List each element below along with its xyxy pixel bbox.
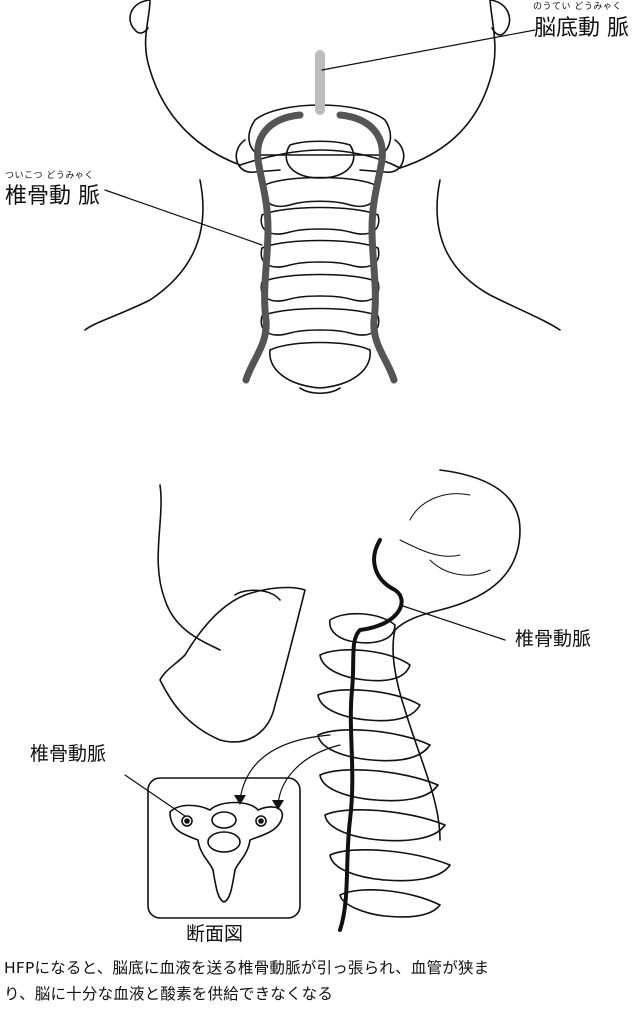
vertebral-artery-front-label: 椎骨動 脈 [5,184,100,209]
atlas-left [235,139,281,173]
leader-basilar [321,29,536,71]
jaw-line [239,149,401,169]
side-view-illustration [157,469,521,932]
neck-back [392,629,441,841]
leader-section-artery [124,774,186,817]
section-artery-left-inner [184,818,190,824]
ear-left [129,0,151,34]
arrowhead-left [234,795,246,805]
front-view-illustration [84,0,561,395]
section-artery-right-inner [258,818,264,824]
vertebral-artery-front-ruby: ついこつ どうみゃく [5,171,94,181]
leader-vertebral-front [104,189,263,246]
section-frame [147,777,301,919]
skull-face [157,484,221,651]
atlas-right [359,139,405,173]
arrow-to-section-right [277,744,341,806]
mandible [159,586,306,743]
head-outline-right [399,0,496,169]
cross-section-box [124,774,301,919]
skull-occiput [394,469,521,631]
cervical-spine-side [317,612,451,918]
arrow-to-section-left [239,734,331,801]
vertebral-artery-side-label: 椎骨動脈 [515,628,592,650]
section-body [207,831,241,853]
skull-base [248,104,392,156]
leader-vertebral-side [399,604,506,641]
arrowhead-right [272,800,284,810]
vertebral-artery-left [242,111,304,384]
section-vertebral-artery-label: 椎骨動脈 [30,743,107,765]
vertebral-artery-right [336,111,398,384]
section-artery-left [181,815,193,827]
figure-caption: HFPになると、脳底に血液を送る椎骨動脈が引っ張られ、血管が狭ま り、脳に十分な… [4,955,640,1007]
caption-line-1: HFPになると、脳底に血液を送る椎骨動脈が引っ張られ、血管が狭ま [4,959,490,977]
vertebral-artery-side [338,538,404,932]
section-canal [211,811,237,829]
section-artery-right [255,815,267,827]
neck-right [436,179,561,331]
mandible-condyle [234,589,281,601]
skull-crack [399,493,491,576]
neck-left [84,179,204,331]
section-vertebra [169,801,284,903]
basilar-artery-label: 脳底動 脈 [534,16,629,41]
basilar-artery-ruby: のうてい どうみゃく [533,2,622,12]
ear-right [489,0,511,36]
cervical-vertebrae-front [260,140,380,395]
caption-line-2: り、脳に十分な血液と酸素を供給できなくなる [4,985,334,1003]
section-title: 断面図 [186,923,244,945]
head-outline-left [144,0,241,166]
